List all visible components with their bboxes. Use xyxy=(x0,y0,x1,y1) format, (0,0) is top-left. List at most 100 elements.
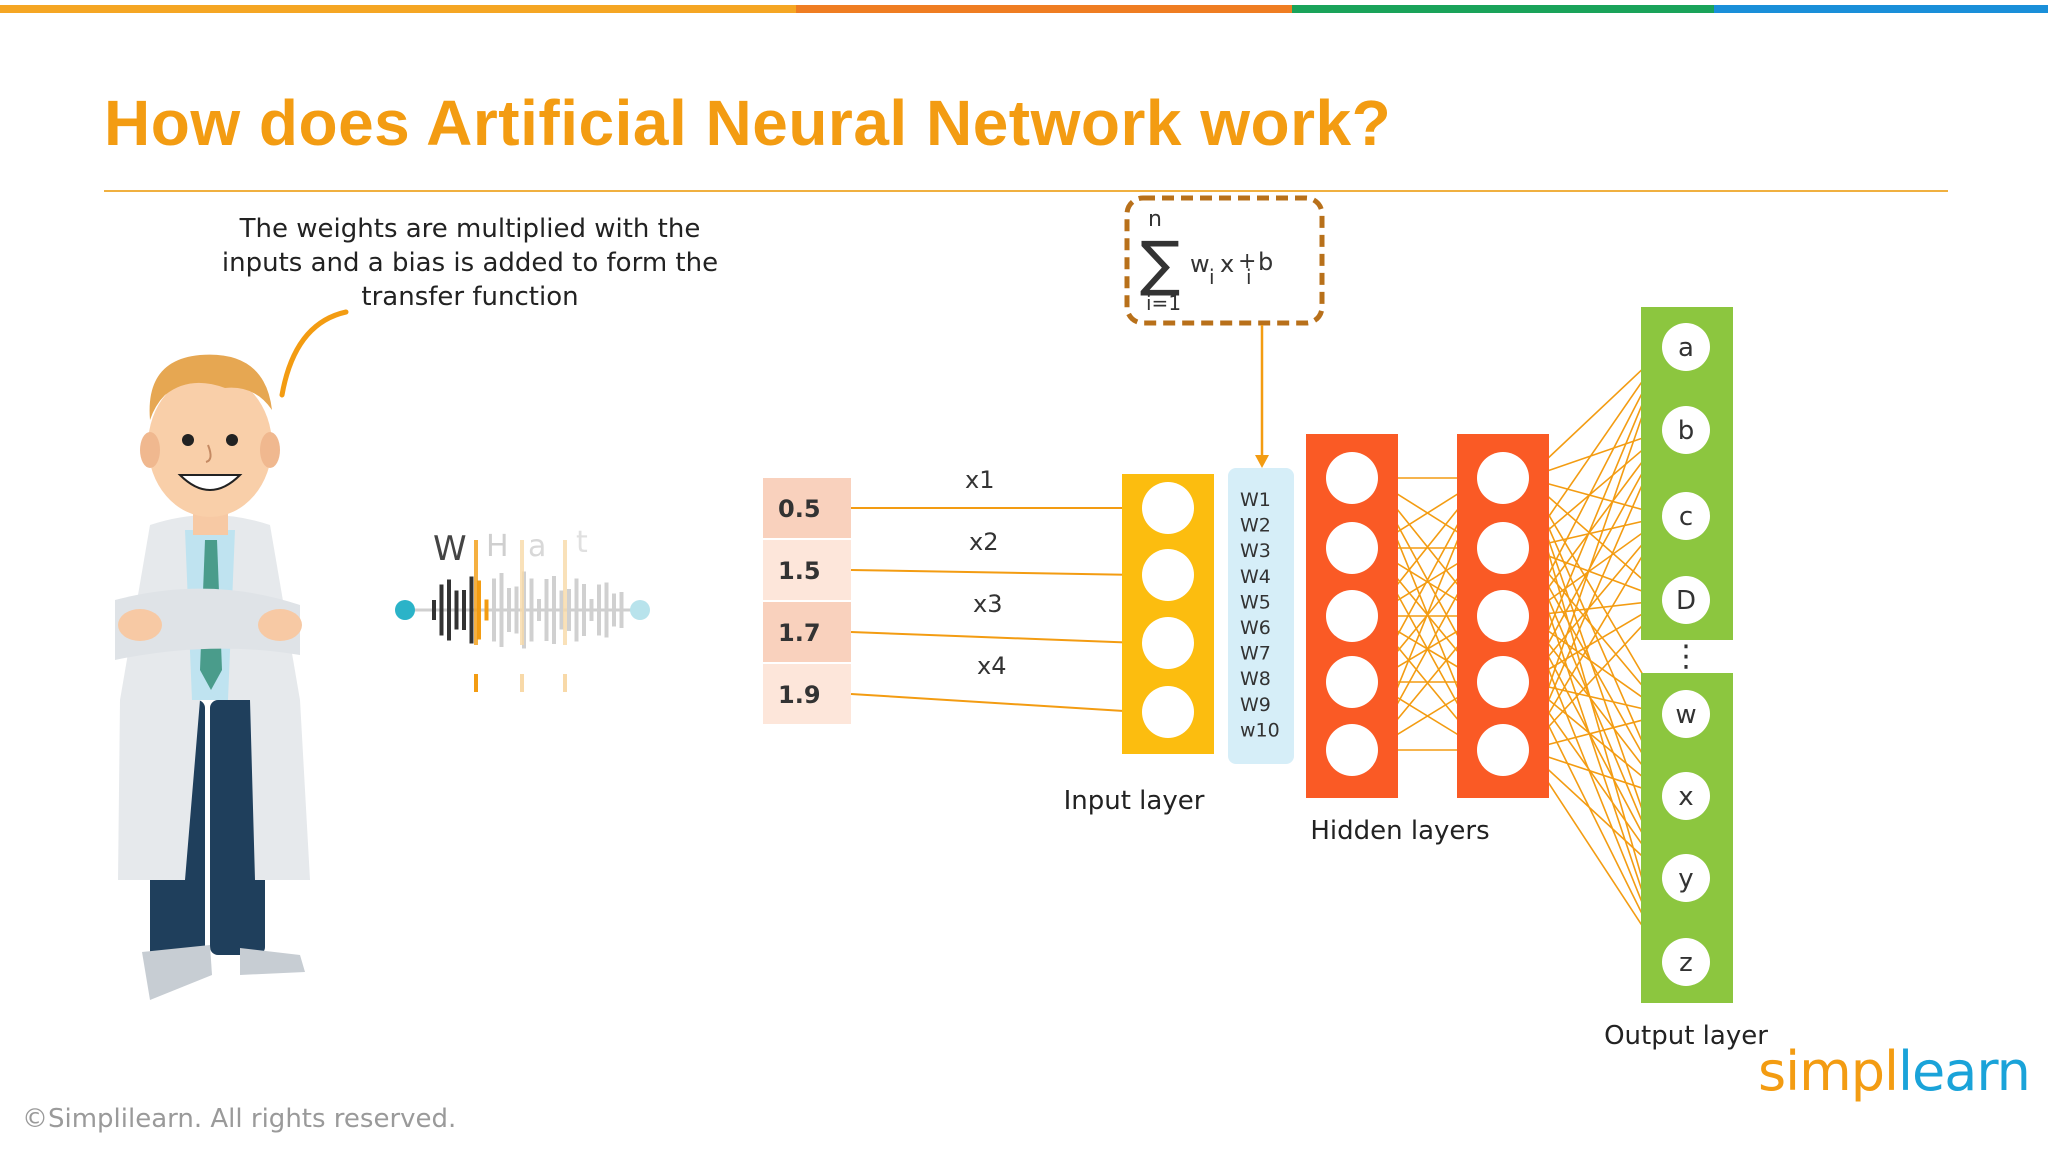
input-value-box xyxy=(763,602,851,662)
wave-bar xyxy=(552,576,556,644)
output-neuron xyxy=(1662,690,1710,738)
output-neuron-label: c xyxy=(1679,502,1693,532)
weight-label: W8 xyxy=(1240,668,1271,690)
wave-bar xyxy=(559,590,564,630)
weight-label: W4 xyxy=(1240,566,1271,588)
wave-bar xyxy=(574,578,579,642)
output-neuron xyxy=(1662,323,1710,371)
output-neuron-label: w xyxy=(1675,700,1696,730)
wave-bar xyxy=(529,578,534,642)
wave-bar xyxy=(544,579,549,641)
formula-bias: b xyxy=(1258,248,1273,276)
wave-bar xyxy=(469,576,474,644)
output-neuron-label: x xyxy=(1678,782,1693,812)
hidden-neuron xyxy=(1326,522,1378,574)
input-label: x4 xyxy=(977,652,1006,680)
wave-marker xyxy=(474,540,478,645)
wave-bar xyxy=(447,579,451,641)
formula-multiply-x: x xyxy=(1220,250,1234,278)
output-layer-label: Output layer xyxy=(1604,1021,1768,1051)
output-neuron xyxy=(1662,938,1710,986)
hidden-neuron xyxy=(1326,452,1378,504)
slide-title: How does Artificial Neural Network work? xyxy=(104,87,1392,159)
top-bar-segment xyxy=(796,5,1292,13)
input-label: x1 xyxy=(965,466,994,494)
input-value-box xyxy=(763,540,851,600)
speech-text: The weights are multiplied with the inpu… xyxy=(221,214,719,312)
top-bar-segment xyxy=(1714,5,2048,13)
wave-bar xyxy=(462,590,466,630)
wave-marker xyxy=(563,540,567,645)
output-neuron xyxy=(1662,492,1710,540)
simplilearn-logo: simpllearn xyxy=(1758,1040,2031,1103)
formula-sub-i-2: i xyxy=(1246,265,1252,289)
hidden-neuron xyxy=(1477,590,1529,642)
output-neuron-label: a xyxy=(1678,333,1694,363)
wave-letter-w: W xyxy=(433,529,467,569)
scientist-illustration xyxy=(115,354,310,1000)
wave-bar xyxy=(499,573,504,647)
formula-sub-i: i xyxy=(1209,265,1215,289)
wave-bar xyxy=(492,578,496,642)
input-value-box xyxy=(763,478,851,538)
wave-marker-tick xyxy=(520,674,524,692)
input-connection xyxy=(850,693,1141,713)
top-bar-segment xyxy=(0,5,796,13)
weight-label: W2 xyxy=(1240,515,1271,537)
top-color-bar-graphic xyxy=(0,5,2048,13)
weight-label: W3 xyxy=(1240,540,1271,562)
wave-bar xyxy=(589,599,594,621)
hidden-neuron xyxy=(1326,724,1378,776)
wave-bar xyxy=(507,588,511,632)
wave-bar xyxy=(432,600,436,620)
output-neuron-label: z xyxy=(1679,948,1693,978)
audio-waveform: W H a t xyxy=(395,525,650,692)
output-ellipsis: ⋮ xyxy=(1671,639,1701,674)
input-connection xyxy=(850,569,1141,576)
output-neuron xyxy=(1662,772,1710,820)
wave-marker-tick xyxy=(563,674,567,692)
logo-part-simpl: simpl xyxy=(1758,1040,1899,1103)
input-value-text: 1.9 xyxy=(778,681,821,709)
output-neuron xyxy=(1662,854,1710,902)
input-connection xyxy=(850,631,1141,644)
input-neuron xyxy=(1142,482,1194,534)
wave-bar xyxy=(604,582,609,638)
input-value-text: 0.5 xyxy=(778,495,821,523)
wave-bar xyxy=(612,593,616,627)
input-neurons xyxy=(1142,482,1194,738)
input-value-text: 1.7 xyxy=(778,619,821,647)
input-label: x2 xyxy=(969,528,998,556)
wave-bar xyxy=(477,580,481,640)
hidden-layers-label: Hidden layers xyxy=(1310,816,1489,846)
top-bar-segment xyxy=(1292,5,1714,13)
hidden-neuron xyxy=(1477,522,1529,574)
hidden-neuron xyxy=(1326,656,1378,708)
wave-bar xyxy=(567,589,571,631)
input-value-text: 1.5 xyxy=(778,557,821,585)
input-label: x3 xyxy=(973,590,1002,618)
speech-tail xyxy=(279,309,349,398)
weight-label: W6 xyxy=(1240,617,1271,639)
input-neuron xyxy=(1142,617,1194,669)
input-neuron xyxy=(1142,686,1194,738)
formula-n: n xyxy=(1148,207,1162,232)
hidden-neuron xyxy=(1477,656,1529,708)
wave-bar xyxy=(582,584,586,636)
weight-label: W7 xyxy=(1240,643,1271,665)
hidden-neuron xyxy=(1477,724,1529,776)
output-neuron-label: b xyxy=(1678,416,1695,446)
formula-arrowhead xyxy=(1255,455,1269,468)
wave-letter-t: t xyxy=(576,525,588,560)
formula-term-w: w xyxy=(1190,250,1210,278)
output-neuron xyxy=(1662,406,1710,454)
title-divider xyxy=(104,190,1948,192)
weight-label: W1 xyxy=(1240,489,1271,511)
logo-part-learn: learn xyxy=(1898,1040,2031,1103)
wave-bar xyxy=(484,599,489,621)
input-value-box xyxy=(763,664,851,724)
formula-box: n ∑ i=1 w i x i + b xyxy=(1124,195,1325,326)
wave-bar xyxy=(597,584,601,636)
